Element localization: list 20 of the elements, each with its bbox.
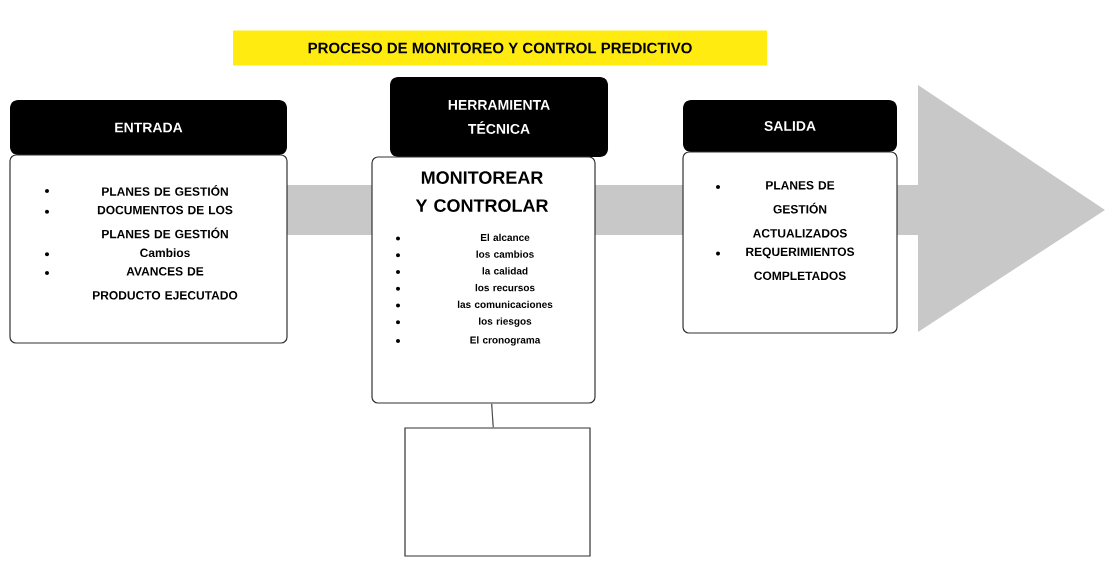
connector-line bbox=[491, 403, 494, 428]
empty-box bbox=[404, 427, 591, 557]
list-item: los cambios bbox=[476, 250, 534, 258]
list-item: REQUERIMIENTOS COMPLETADOS bbox=[746, 247, 855, 280]
list-item: la calidad bbox=[482, 267, 528, 275]
list-item: El cronograma bbox=[470, 336, 541, 346]
box-heading: MONITOREAR Y CONTROLAR bbox=[415, 171, 549, 212]
list-item: PLANES DE GESTIÓN bbox=[102, 185, 228, 196]
list-item: los riesgos bbox=[479, 317, 532, 327]
list-item: los recursos bbox=[475, 283, 535, 292]
list-item: las comunicaciones bbox=[457, 300, 553, 308]
header-box: ENTRADA bbox=[10, 100, 287, 155]
title-banner: PROCESO DE MONITOREO Y CONTROL PREDICTIVO bbox=[233, 30, 767, 66]
list-item: AVANCES DE PRODUCTO EJECUTADO bbox=[93, 267, 238, 300]
list-item: DOCUMENTOS DE LOS PLANES DE GESTIÓN bbox=[97, 205, 233, 239]
list-item: PLANES DE GESTIÓN ACTUALIZADOS bbox=[753, 181, 847, 238]
list-item: El alcance bbox=[480, 233, 530, 242]
header-box: HERRAMIENTA TÉCNICA bbox=[390, 77, 608, 157]
header-box: SALIDA bbox=[683, 100, 897, 152]
list-item: Cambios bbox=[140, 248, 190, 258]
